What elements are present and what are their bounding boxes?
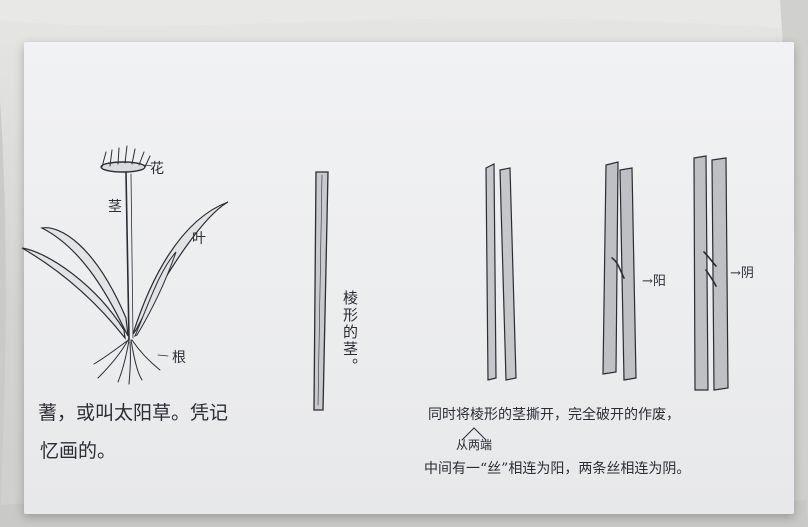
label-stem: 茎 (108, 199, 122, 215)
yarrow-plant-illustration (21, 145, 229, 385)
label-leaf: 叶 (192, 231, 206, 247)
single-stick-illustration (313, 171, 329, 411)
split-stick-pair-1 (485, 163, 517, 381)
label-yang: →阳 (642, 274, 666, 289)
note-right-insert: 从两端 (456, 438, 493, 452)
label-flower: 花 (150, 161, 164, 177)
note-right-line-1: 同时将棱形的茎撕开，完全破开的作废， (428, 407, 680, 423)
paper-sheet (24, 42, 794, 514)
stick-caption: 棱形的茎。 (341, 290, 359, 375)
label-root: 根 (172, 350, 186, 366)
note-left-line-2: 忆画的。 (40, 440, 117, 462)
split-stick-pair-3-yin (693, 155, 729, 391)
note-left-line-1: 蓍，或叫太阳草。凭记 (38, 402, 229, 424)
note-right-line-2: 中间有一“丝”相连为阳，两条丝相连为阴。 (424, 461, 691, 477)
label-yin: →阴 (730, 266, 754, 281)
split-stick-pair-2-yang (602, 161, 637, 381)
